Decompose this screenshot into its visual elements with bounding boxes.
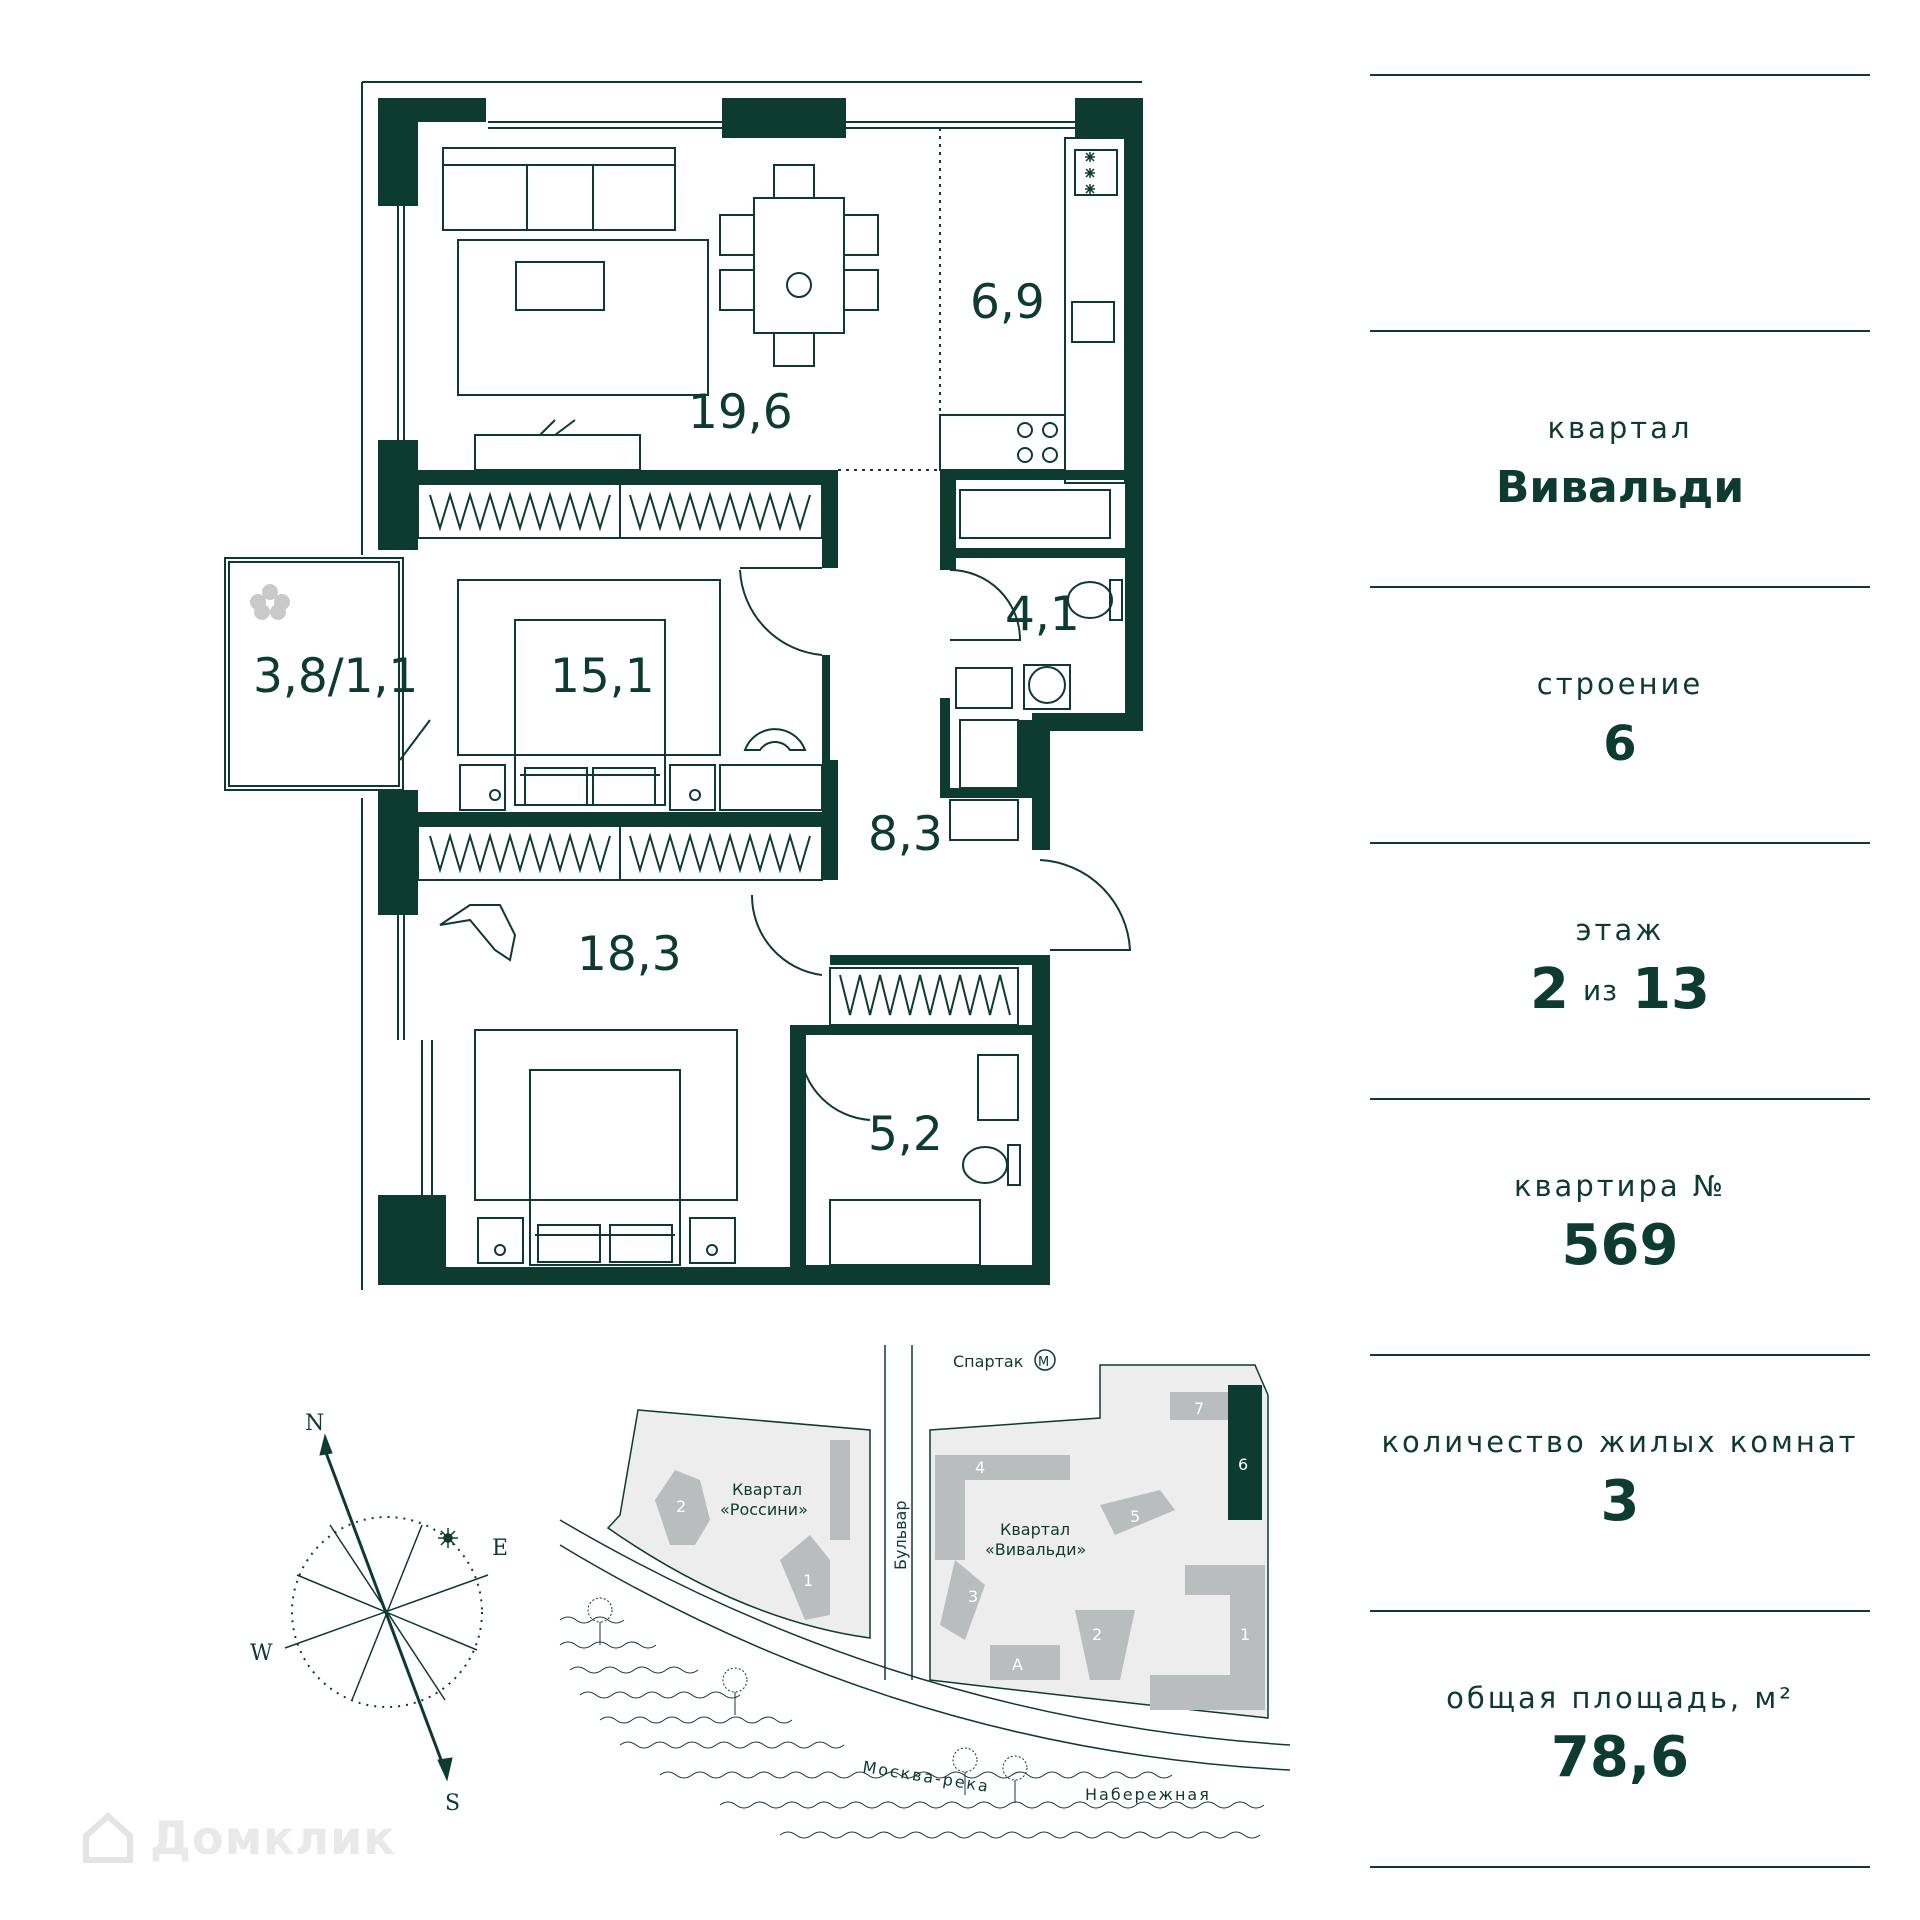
rooms-value: 3 bbox=[1600, 1469, 1640, 1534]
compass-s: S bbox=[445, 1791, 460, 1816]
vivaldi-quarter-label-1: Квартал bbox=[1000, 1520, 1070, 1539]
room-area-bedroom2: 18,3 bbox=[577, 927, 682, 982]
building-va: А bbox=[1012, 1655, 1023, 1674]
room-area-bath2: 5,2 bbox=[868, 1107, 943, 1162]
metro-station-label: Спартак bbox=[953, 1352, 1024, 1371]
compass-e: E bbox=[492, 1536, 508, 1561]
apartment-label: квартира № bbox=[1513, 1169, 1727, 1203]
compass-w: W bbox=[250, 1641, 273, 1666]
divider bbox=[1370, 330, 1870, 332]
floor-value: 2 bbox=[1530, 957, 1569, 1022]
metro-symbol: M bbox=[1038, 1355, 1049, 1370]
boulevard-label: Бульвар bbox=[891, 1501, 910, 1571]
area-block: общая площадь, м² 78,6 bbox=[1370, 1678, 1870, 1788]
compass-rose bbox=[284, 1433, 489, 1782]
divider bbox=[1370, 586, 1870, 588]
tree-icon bbox=[587, 1597, 1028, 1803]
divider bbox=[1370, 74, 1870, 76]
building-v4: 4 bbox=[975, 1458, 985, 1477]
building-block: строение 6 bbox=[1370, 664, 1870, 774]
building-v3: 3 bbox=[968, 1587, 978, 1606]
floor-label: этаж bbox=[1575, 913, 1665, 947]
divider bbox=[1370, 1098, 1870, 1100]
floorplan-drawing: 6,9 19,6 4,1 3,8/1,1 15,1 8,3 18,3 5,2 N… bbox=[224, 81, 1291, 1839]
building-v1: 1 bbox=[1240, 1625, 1250, 1644]
building-6-highlight bbox=[1228, 1385, 1262, 1520]
building-v2: 2 bbox=[1092, 1625, 1102, 1644]
quarter-value: Вивальди bbox=[1495, 462, 1745, 513]
room-area-living: 19,6 bbox=[688, 385, 793, 440]
rooms-block: количество жилых комнат 3 bbox=[1370, 1422, 1870, 1532]
floor-block: этаж 2 из 13 bbox=[1370, 910, 1870, 1029]
building-r1: 1 bbox=[803, 1571, 813, 1590]
quarter-label: квартал bbox=[1547, 411, 1693, 445]
building-v6: 6 bbox=[1238, 1455, 1248, 1474]
area-value: 78,6 bbox=[1550, 1725, 1690, 1790]
floor-value-row: 2 из 13 bbox=[1370, 960, 1870, 1029]
quarter-block: квартал Вивальди bbox=[1370, 408, 1870, 518]
floor-separator: из bbox=[1582, 974, 1619, 1007]
building-r2: 2 bbox=[676, 1497, 686, 1516]
room-area-hall: 8,3 bbox=[868, 807, 943, 862]
building-v5: 5 bbox=[1130, 1507, 1140, 1526]
building-value: 6 bbox=[1603, 716, 1637, 772]
divider bbox=[1370, 1610, 1870, 1612]
watermark-text: Домклик bbox=[150, 1811, 396, 1865]
metro-icon bbox=[1034, 1349, 1056, 1371]
divider bbox=[1370, 842, 1870, 844]
domclick-watermark: Домклик bbox=[80, 1810, 396, 1866]
building-v7: 7 bbox=[1194, 1399, 1204, 1418]
building-label: строение bbox=[1536, 667, 1704, 701]
river-label: Москва-река bbox=[861, 1757, 991, 1796]
room-area-kitchen: 6,9 bbox=[970, 275, 1045, 330]
room-area-bath1: 4,1 bbox=[1005, 587, 1080, 642]
rooms-label: количество жилых комнат bbox=[1381, 1425, 1859, 1459]
room-area-bedroom1: 15,1 bbox=[550, 649, 655, 704]
area-label: общая площадь, м² bbox=[1446, 1681, 1794, 1715]
floor-total: 13 bbox=[1632, 957, 1710, 1022]
divider bbox=[1370, 1354, 1870, 1356]
flower-icon bbox=[250, 584, 290, 620]
vivaldi-quarter-label-2: «Вивальди» bbox=[985, 1540, 1086, 1559]
apartment-info-panel: квартал Вивальди строение 6 этаж 2 из 13 к… bbox=[1370, 74, 1870, 1876]
apartment-value: 569 bbox=[1561, 1213, 1679, 1278]
apartment-block: квартира № 569 bbox=[1370, 1166, 1870, 1276]
sun-icon bbox=[438, 1528, 458, 1548]
snowflake-icon bbox=[1085, 152, 1095, 194]
divider bbox=[1370, 1866, 1870, 1868]
rossini-quarter-label-1: Квартал bbox=[732, 1480, 802, 1499]
compass-n: N bbox=[305, 1411, 324, 1436]
site-map bbox=[559, 1345, 1291, 1839]
embankment-label: Набережная bbox=[1085, 1785, 1211, 1804]
room-area-balcony: 3,8/1,1 bbox=[253, 649, 418, 704]
floor-plan bbox=[224, 81, 1143, 1290]
rossini-quarter-label-2: «Россини» bbox=[720, 1500, 808, 1519]
house-icon bbox=[83, 1811, 133, 1863]
